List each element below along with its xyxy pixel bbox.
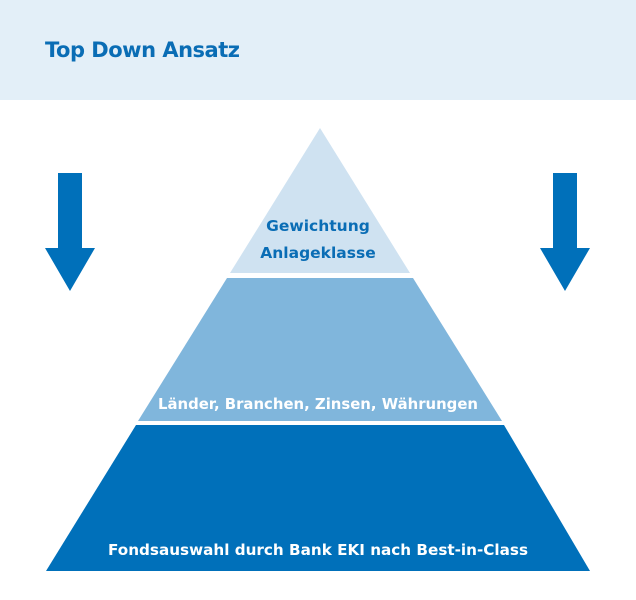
arrow-down-icon-left — [45, 173, 95, 291]
tier-top-label-line2: Anlageklasse — [260, 244, 375, 262]
arrow-down-icon-right — [540, 173, 590, 291]
tier-top-label-line1: Gewichtung — [266, 217, 370, 235]
page-title: Top Down Ansatz — [45, 38, 240, 62]
header-band: Top Down Ansatz — [0, 0, 636, 100]
pyramid-tier-middle — [138, 278, 502, 421]
pyramid-tier-bottom — [46, 425, 590, 571]
tier-middle-label: Länder, Branchen, Zinsen, Währungen — [158, 395, 478, 413]
tier-bottom-label: Fondsauswahl durch Bank EKI nach Best-in… — [108, 541, 528, 559]
pyramid-tier-top — [230, 128, 410, 273]
